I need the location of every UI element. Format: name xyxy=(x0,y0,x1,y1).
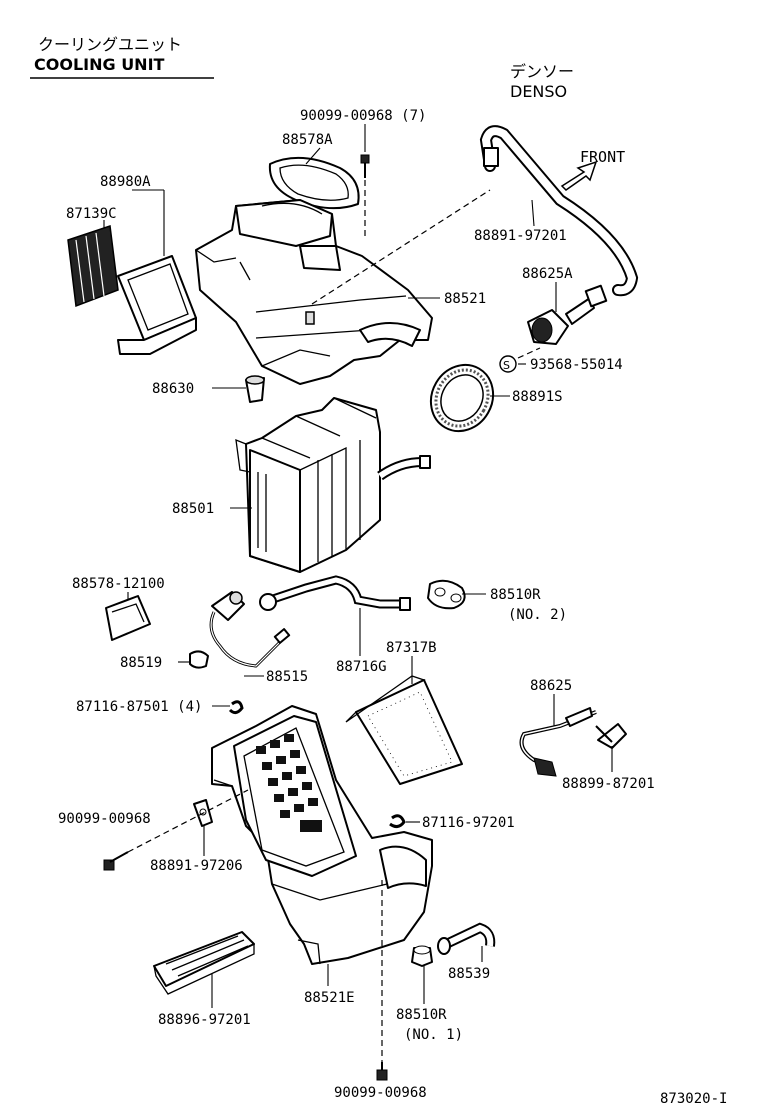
label-88578a: 88578A xyxy=(282,132,333,148)
clip-87116-97201-icon xyxy=(389,814,406,829)
pipe-guide-dash xyxy=(311,189,491,305)
label-88510r-no2: 88510R xyxy=(490,587,541,603)
front-arrow-icon xyxy=(560,160,598,191)
label-88891-97206: 88891-97206 xyxy=(150,858,243,874)
grommet-88519-icon xyxy=(189,650,209,669)
label-88501: 88501 xyxy=(172,501,214,517)
screw-s-icon: S xyxy=(499,355,517,373)
label-93568-55014: 93568-55014 xyxy=(530,357,623,373)
hose-88539-icon xyxy=(437,922,496,955)
title-english: COOLING UNIT xyxy=(34,55,165,74)
label-88519: 88519 xyxy=(120,655,162,671)
filter-87317b-icon xyxy=(345,675,463,785)
thermistor-88515-icon xyxy=(209,591,291,668)
drain-pipe-88891-97201-icon xyxy=(479,125,639,297)
title-japanese: クーリングユニット xyxy=(38,35,182,54)
upper-case-88521-icon xyxy=(195,199,433,385)
bolt-bottom-icon xyxy=(376,1062,388,1081)
grille-88896-97201-icon xyxy=(153,931,255,995)
label-88521: 88521 xyxy=(444,291,486,307)
label-90099-00968-mid: 90099-00968 xyxy=(58,811,151,827)
label-87317b: 87317B xyxy=(386,640,437,656)
label-88521e: 88521E xyxy=(304,990,355,1006)
label-88891s: 88891S xyxy=(512,389,563,405)
label-88630: 88630 xyxy=(152,381,194,397)
label-88515: 88515 xyxy=(266,669,308,685)
pad-88578-12100-icon xyxy=(105,595,151,641)
gasket-88578a-icon xyxy=(268,156,360,210)
bolt-left-guide xyxy=(127,789,249,853)
filter-frame-88980a-icon xyxy=(117,255,197,355)
label-87116-87501-4: 87116-87501 (4) xyxy=(76,699,202,715)
fitting-88630-icon xyxy=(245,375,265,403)
lower-case-88521e-icon xyxy=(211,705,433,965)
grommet-88510r-no1-icon xyxy=(411,945,433,967)
sensor-88625a-icon xyxy=(527,284,608,345)
figure-code: 873020-I xyxy=(660,1091,727,1107)
label-88578-12100: 88578-12100 xyxy=(72,576,165,592)
label-88896-97201: 88896-97201 xyxy=(158,1012,251,1028)
label-no2: (NO. 2) xyxy=(508,607,567,623)
label-88899-87201: 88899-87201 xyxy=(562,776,655,792)
label-88539: 88539 xyxy=(448,966,490,982)
label-88891-97201: 88891-97201 xyxy=(474,228,567,244)
label-88625: 88625 xyxy=(530,678,572,694)
label-no1: (NO. 1) xyxy=(404,1027,463,1043)
clip-87116-87501-icon xyxy=(228,700,244,715)
svg-text:S: S xyxy=(503,359,510,372)
label-88716g: 88716G xyxy=(336,659,387,675)
label-87139c: 87139C xyxy=(66,206,117,222)
label-90099-00968-7: 90099-00968 (7) xyxy=(300,108,426,124)
bolt-top-icon xyxy=(360,154,370,178)
label-87116-97201: 87116-97201 xyxy=(422,815,515,831)
leader-lines xyxy=(103,124,613,1008)
filter-87139c-icon xyxy=(67,224,119,308)
pipe-88716g-icon xyxy=(259,575,411,611)
front-label: FRONT xyxy=(580,148,625,166)
bolt-left-icon xyxy=(103,851,129,871)
label-90099-00968-bot: 90099-00968 xyxy=(334,1085,427,1101)
gasket-88510r-no2-icon xyxy=(427,579,466,610)
label-88510r-no1: 88510R xyxy=(396,1007,447,1023)
evaporator-88501-icon xyxy=(235,397,431,573)
maker-english: DENSO xyxy=(510,82,567,101)
screw-guide-dash xyxy=(517,347,541,359)
label-88625a: 88625A xyxy=(522,266,573,282)
maker-japanese: デンソー xyxy=(510,62,574,81)
seal-ring-88891s-icon xyxy=(429,363,495,433)
label-88980a: 88980A xyxy=(100,174,151,190)
clip-88899-87201-icon xyxy=(595,723,627,749)
sensor-88625-icon xyxy=(519,707,597,777)
